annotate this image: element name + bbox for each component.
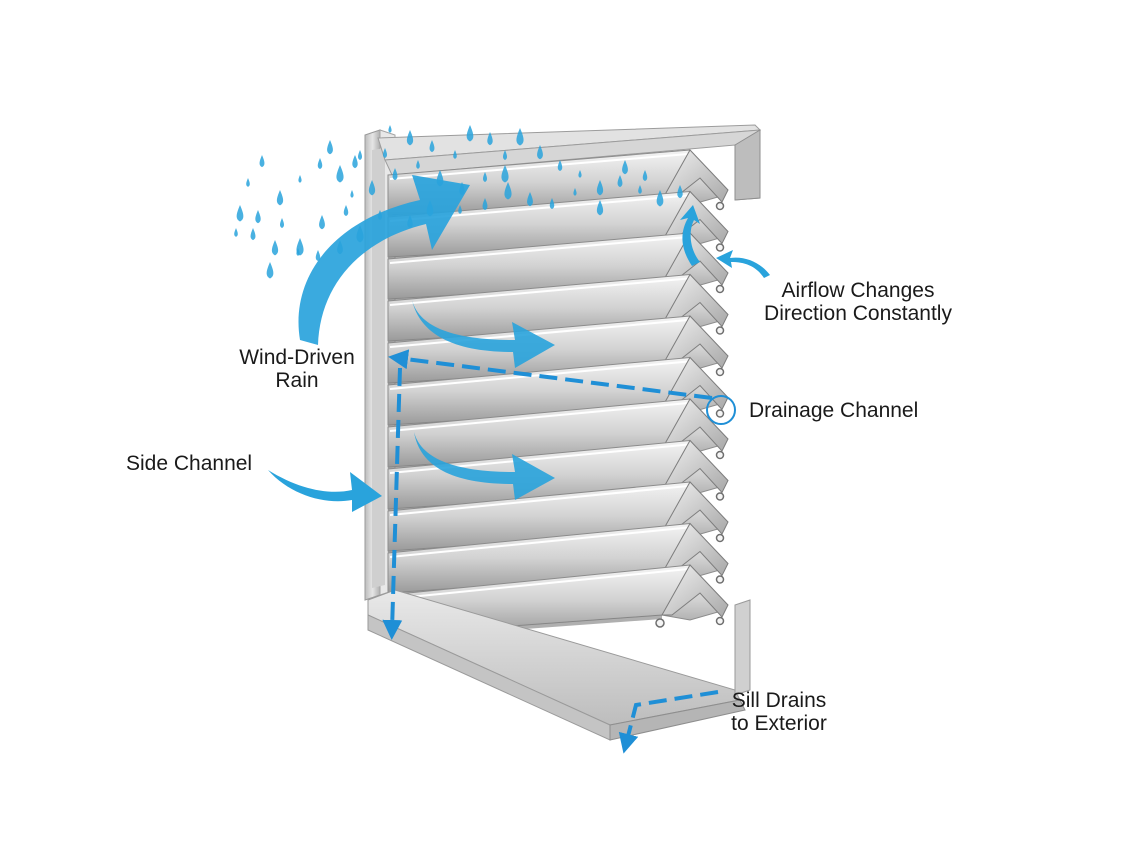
rain-drop (557, 160, 563, 172)
drainage-path (382, 349, 719, 754)
rain-drop (504, 182, 512, 200)
rain-drop (279, 218, 285, 228)
rain-drop (315, 249, 321, 262)
sill-label: Sill Drains to Exterior (718, 689, 840, 735)
rain-drop (343, 205, 349, 217)
drainage-channel-marker (706, 395, 736, 425)
side-channel-arrow (268, 470, 382, 512)
rain-drop (392, 168, 398, 181)
rain-drop (429, 140, 435, 153)
rain-drop (537, 145, 543, 160)
wind-driven-rain-arrow (298, 175, 470, 345)
rain-drop (319, 215, 325, 230)
rain-drop (502, 150, 508, 160)
rain-drop (336, 165, 344, 183)
rain-drop (501, 165, 509, 183)
wind-driven-rain-line1: Wind-Driven (239, 346, 355, 369)
airflow-arrow-lower (414, 432, 555, 500)
rain-drop (388, 125, 392, 133)
rain-drop (266, 262, 274, 279)
sill-line1: Sill Drains (731, 689, 827, 712)
rain-drop (458, 205, 462, 214)
rain-drop (416, 160, 420, 169)
rain-drop (298, 175, 302, 183)
rain-drop (677, 185, 683, 199)
rain-drop (596, 180, 604, 196)
louver-blades (387, 149, 729, 639)
rain-drop (406, 130, 414, 146)
rain-drop (487, 132, 493, 146)
rain-drop (573, 188, 577, 196)
side-channel-label: Side Channel (126, 452, 253, 475)
sill-line2: to Exterior (731, 712, 827, 735)
wind-driven-rain-line2: Rain (275, 369, 319, 392)
rain-drop (357, 150, 363, 160)
airflow-line1: Airflow Changes (781, 279, 935, 302)
airflow-change-arrows (680, 205, 770, 278)
rain-drop (259, 155, 265, 168)
rain-drop (368, 180, 376, 196)
rain-drop (578, 170, 582, 178)
rain-drop (596, 200, 604, 216)
rain-drop (350, 190, 354, 198)
rain-drop (236, 205, 244, 222)
rain-drop (482, 172, 488, 182)
rain-drop (516, 128, 524, 146)
rain-drop (622, 160, 628, 175)
airflow-line2: Direction Constantly (764, 302, 952, 325)
rain-drop (617, 175, 623, 188)
rain-drop (271, 240, 279, 256)
rain-drop (549, 198, 555, 210)
rain-drop (466, 125, 474, 142)
rain-drop (246, 178, 250, 187)
airflow-label: Airflow Changes Direction Constantly (748, 279, 968, 325)
rain-drop (255, 210, 261, 224)
rain-drop (453, 150, 457, 159)
rain-drop (352, 155, 358, 169)
rain-drop (642, 170, 648, 182)
rain-drop (638, 185, 642, 194)
rain-drop (656, 190, 664, 207)
rain-drop (327, 140, 333, 155)
airflow-arrow-upper (412, 300, 555, 368)
wind-driven-rain-label: Wind-Driven Rain (232, 346, 362, 392)
rain-drop (276, 190, 284, 206)
rain-drop (482, 198, 488, 211)
rain-drop (382, 148, 388, 158)
rain-drop (317, 158, 323, 170)
rain-drop (234, 228, 238, 237)
drainage-channel-label: Drainage Channel (749, 399, 919, 422)
rain-drop (250, 228, 256, 241)
rain-drop (296, 248, 300, 256)
rain-drop (527, 192, 533, 207)
sill (367, 589, 751, 741)
